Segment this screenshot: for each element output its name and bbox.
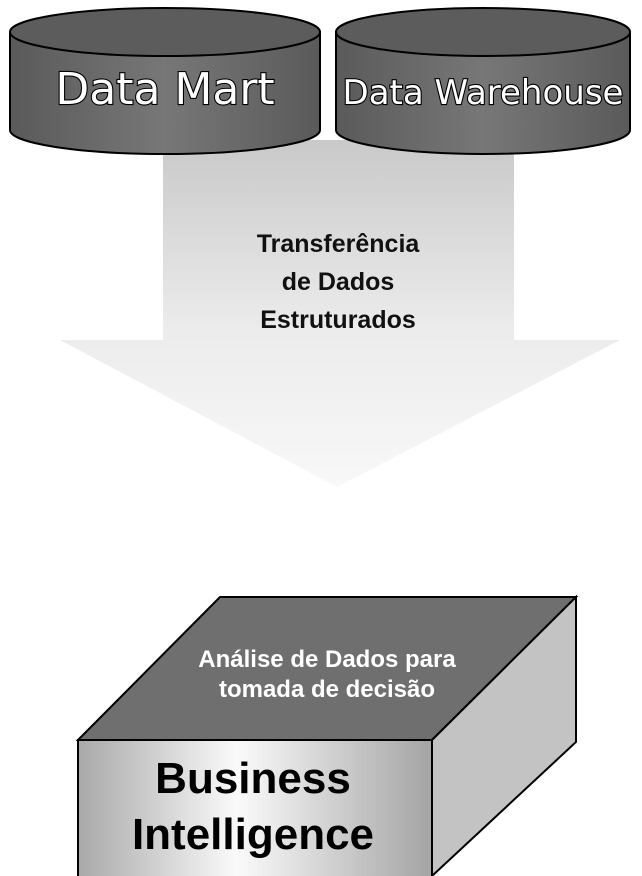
box-front-face: [77, 739, 433, 876]
data-mart-cylinder-body: [9, 31, 321, 155]
transfer-arrow: Transferência de Dados Estruturados: [60, 140, 620, 487]
arrow-label-line-2: de Dados: [282, 268, 395, 296]
intelligence-label: Intelligence: [132, 810, 374, 859]
arrow-shape: [60, 140, 620, 487]
business-intelligence-box: Análise de Dados para tomada de decisão …: [75, 594, 579, 876]
data-mart-cylinder: Data Mart: [9, 7, 321, 155]
data-warehouse-cylinder-body: [335, 31, 631, 155]
data-warehouse-label: Data Warehouse: [343, 73, 624, 113]
data-mart-label: Data Mart: [55, 64, 274, 115]
data-warehouse-cylinder: Data Warehouse: [335, 7, 631, 155]
business-label: Business: [155, 754, 351, 803]
arrow-label-line-3: Estruturados: [260, 306, 416, 334]
data-warehouse-cylinder-top: [335, 7, 631, 57]
box-top-label-line-2: tomada de decisão: [219, 676, 435, 703]
arrow-label-line-1: Transferência: [257, 230, 421, 258]
box-top-label-line-1: Análise de Dados para: [198, 646, 456, 673]
data-mart-cylinder-top: [9, 7, 321, 57]
